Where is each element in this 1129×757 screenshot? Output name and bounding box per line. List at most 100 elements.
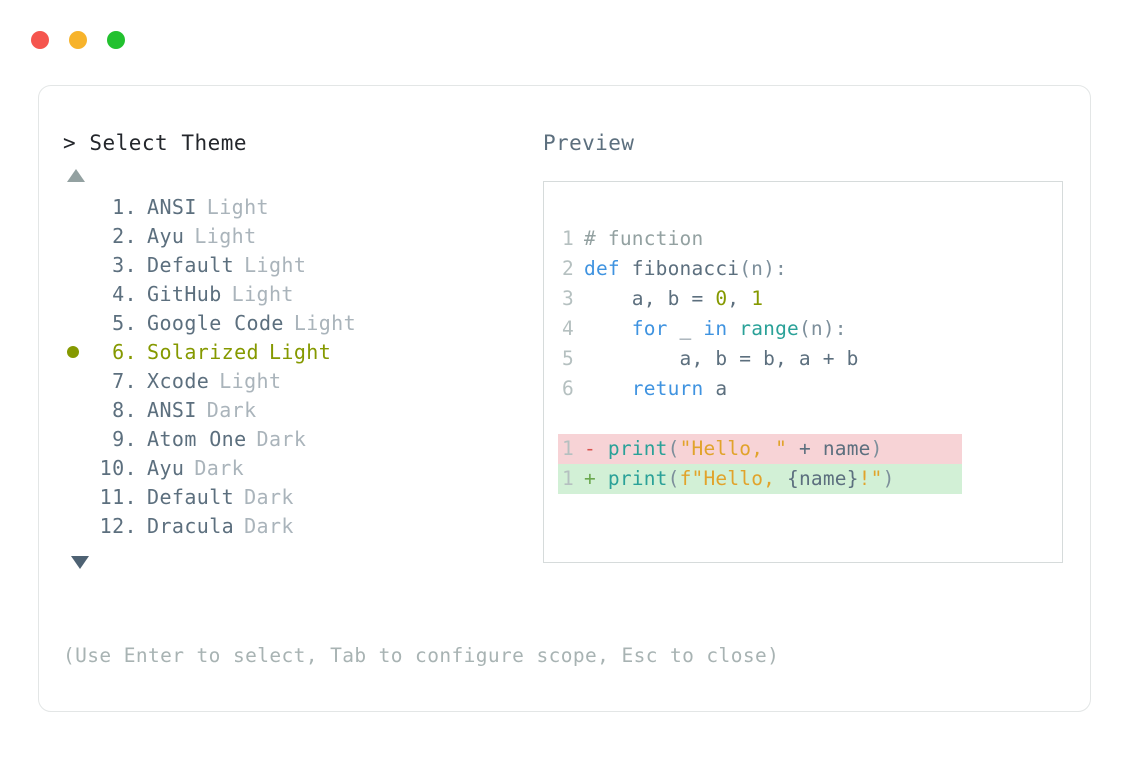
code-token-comment: # function: [584, 227, 704, 250]
theme-item-index: 11.: [99, 484, 137, 509]
line-number: 1: [562, 437, 574, 460]
line-number: 4: [562, 317, 574, 340]
code-token-plain: a, b =: [584, 287, 716, 310]
theme-item-name: Dracula: [147, 513, 235, 538]
code-token-keyword: in: [703, 317, 728, 340]
keyboard-hint: (Use Enter to select, Tab to configure s…: [63, 644, 780, 667]
diff-line-wrapper: 1- print("Hello, " + name): [558, 434, 1062, 464]
theme-item-name: ANSI: [147, 397, 197, 422]
theme-item-name: Ayu: [147, 223, 185, 248]
theme-item-index: 9.: [112, 426, 137, 451]
theme-item-variant: Light: [194, 223, 257, 248]
code-token-plain: + name: [787, 437, 871, 460]
theme-list-item[interactable]: 1. ANSI Light: [63, 192, 533, 221]
theme-item-name: GitHub: [147, 281, 222, 306]
theme-item-variant: Light: [244, 252, 307, 277]
theme-list-item[interactable]: 3. Default Light: [63, 250, 533, 279]
theme-item-name: Google Code: [147, 310, 284, 335]
line-number: 1: [562, 467, 574, 490]
theme-item-variant: Light: [219, 368, 282, 393]
maximize-button[interactable]: [107, 31, 125, 49]
code-token-number: 0: [715, 287, 728, 310]
code-token-plain: [727, 317, 739, 340]
code-line: 3 a, b = 0, 1: [558, 284, 1062, 314]
theme-item-index: 10.: [99, 455, 137, 480]
code-token-keyword: return: [631, 377, 704, 400]
code-token-plain: fibonacci: [619, 257, 740, 280]
code-token-punct: (: [667, 467, 680, 490]
line-number: 1: [562, 227, 574, 250]
code-token-punct: (n):: [798, 317, 847, 340]
diff-spacer: [596, 467, 608, 490]
line-number: 6: [562, 377, 574, 400]
theme-item-index: 8.: [112, 397, 137, 422]
triangle-up-icon[interactable]: [67, 169, 85, 182]
code-token-punct: (: [667, 437, 680, 460]
code-token-string: "Hello, ": [679, 437, 788, 460]
code-token-builtin: range: [739, 317, 799, 340]
theme-list-item[interactable]: 10. Ayu Dark: [63, 453, 533, 482]
theme-item-name: Default: [147, 252, 235, 277]
triangle-down-icon[interactable]: [71, 556, 89, 569]
theme-item-index: 6.: [112, 339, 137, 364]
prompt-caret-icon: >: [63, 131, 77, 155]
code-line: 6 return a: [558, 374, 1062, 404]
code-token-punct: (n):: [739, 257, 787, 280]
prompt-header: > Select Theme: [63, 128, 533, 158]
theme-list-item[interactable]: 2. Ayu Light: [63, 221, 533, 250]
code-token-builtin: print: [607, 437, 668, 460]
line-number: 5: [562, 347, 574, 370]
code-token-plain: [584, 317, 632, 340]
theme-item-index: 2.: [112, 223, 137, 248]
diff-added-line: 1+ print(f"Hello, {name}!"): [558, 464, 962, 494]
theme-item-variant: Light: [293, 310, 357, 335]
code-token-string: f"Hello,: [679, 467, 788, 490]
theme-item-name: Solarized: [147, 339, 259, 364]
theme-item-index: 4.: [112, 281, 137, 306]
theme-item-variant: Dark: [256, 426, 307, 451]
preview-label: Preview: [543, 131, 635, 155]
code-token-builtin: print: [607, 467, 668, 490]
diff-removed-line: 1- print("Hello, " + name): [558, 434, 962, 464]
code-line: 5 a, b = b, a + b: [558, 344, 1062, 374]
theme-item-name: Default: [147, 484, 235, 509]
theme-list-item[interactable]: 9. Atom One Dark: [63, 424, 533, 453]
page-title: Select Theme: [89, 131, 248, 155]
minimize-button[interactable]: [69, 31, 87, 49]
theme-item-index: 3.: [112, 252, 137, 277]
code-token-plain: a: [703, 377, 728, 400]
close-button[interactable]: [31, 31, 49, 49]
theme-item-variant: Light: [206, 194, 269, 219]
theme-item-index: 1.: [112, 194, 137, 219]
theme-list-item[interactable]: 4. GitHub Light: [63, 279, 533, 308]
code-token-punct: ): [882, 467, 895, 490]
code-token-string: !": [858, 467, 883, 490]
theme-list-item[interactable]: 8. ANSI Dark: [63, 395, 533, 424]
selected-bullet-icon: [67, 345, 79, 358]
diff-sample: 1- print("Hello, " + name)1+ print(f"Hel…: [558, 434, 1062, 494]
line-number: 3: [562, 287, 574, 310]
line-number: 2: [562, 257, 574, 280]
theme-item-variant: Dark: [194, 455, 245, 480]
code-token-plain: [584, 377, 632, 400]
code-token-plain: _: [667, 317, 704, 340]
diff-minus-marker: -: [584, 437, 596, 460]
window-traffic-lights: [31, 31, 125, 49]
theme-item-name: ANSI: [147, 194, 197, 219]
theme-item-name: Xcode: [147, 368, 210, 393]
theme-item-variant: Dark: [244, 513, 294, 538]
theme-item-variant: Light: [231, 281, 294, 306]
theme-item-variant: Dark: [206, 397, 257, 422]
theme-item-name: Atom One: [147, 426, 247, 451]
theme-item-name: Ayu: [147, 455, 185, 480]
